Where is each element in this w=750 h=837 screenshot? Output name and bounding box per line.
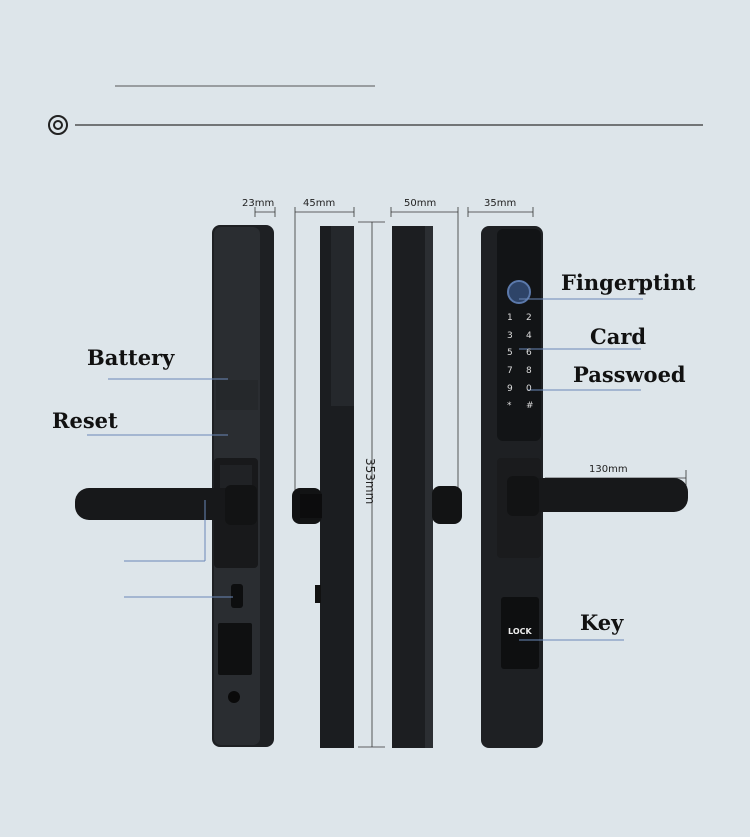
dim-width-side2: 50mm	[404, 198, 437, 209]
battery-label: Battery	[87, 345, 175, 370]
keypad-key: 9	[507, 384, 513, 394]
keypad-key: 6	[526, 348, 532, 358]
side-view-right	[392, 226, 462, 748]
lock-label: LOCK	[508, 627, 532, 636]
card-label: Card	[590, 324, 647, 349]
back-view	[481, 226, 688, 748]
dim-handle: 130mm	[589, 464, 628, 475]
reset-label: Reset	[52, 408, 118, 433]
dim-height: 353mm	[363, 458, 377, 505]
keypad-key: 7	[507, 366, 513, 376]
keypad-key: 5	[507, 348, 513, 358]
callout-lines	[87, 298, 643, 641]
front-view	[75, 225, 274, 747]
keypad-key: *	[507, 401, 512, 411]
dim-width-side: 45mm	[303, 198, 336, 209]
target-icon	[48, 115, 68, 135]
keypad-key: 8	[526, 366, 532, 376]
fingerprint-label: Fingerptint	[561, 270, 696, 295]
keypad-key: 1	[507, 313, 513, 323]
keypad-key: 0	[526, 384, 532, 394]
password-label: Passwoed	[573, 362, 686, 387]
keypad-key: 2	[526, 313, 532, 323]
key-label: Key	[580, 610, 624, 635]
keypad-key: #	[526, 401, 534, 411]
keypad-key: 3	[507, 331, 513, 341]
dim-width-back: 35mm	[484, 198, 517, 209]
dim-width-front: 23mm	[242, 198, 275, 209]
keypad-key: 4	[526, 331, 532, 341]
side-view-left	[292, 226, 354, 748]
